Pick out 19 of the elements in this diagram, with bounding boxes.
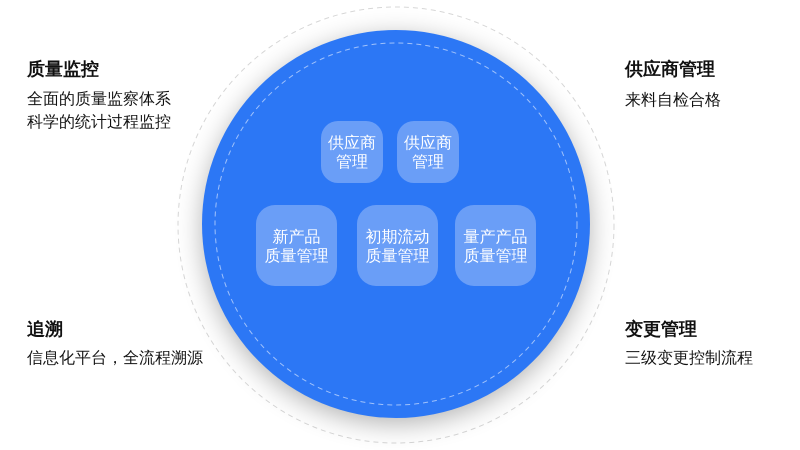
section-heading: 追溯 (27, 318, 63, 340)
section-heading: 供应商管理 (625, 58, 715, 80)
process-tile (321, 121, 383, 183)
section-heading: 变更管理 (625, 318, 697, 340)
description-text: 全面的质量监察体系 (27, 88, 171, 110)
section-heading: 质量监控 (27, 58, 99, 80)
description-text: 三级变更控制流程 (625, 347, 753, 369)
process-tile (256, 205, 337, 286)
description-text: 来料自检合格 (625, 89, 721, 111)
tile-label: 量产产品质量管理 (464, 226, 528, 264)
tile-label: 供应商管理 (404, 133, 452, 171)
process-tile (455, 205, 536, 286)
process-tile (397, 121, 459, 183)
process-tile (357, 205, 438, 286)
description-text: 科学的统计过程监控 (27, 111, 171, 133)
tile-label: 初期流动质量管理 (366, 226, 430, 264)
tile-label: 供应商管理 (328, 133, 376, 171)
tile-label: 新产品质量管理 (264, 226, 328, 264)
description-text: 信息化平台，全流程溯源 (27, 347, 203, 369)
